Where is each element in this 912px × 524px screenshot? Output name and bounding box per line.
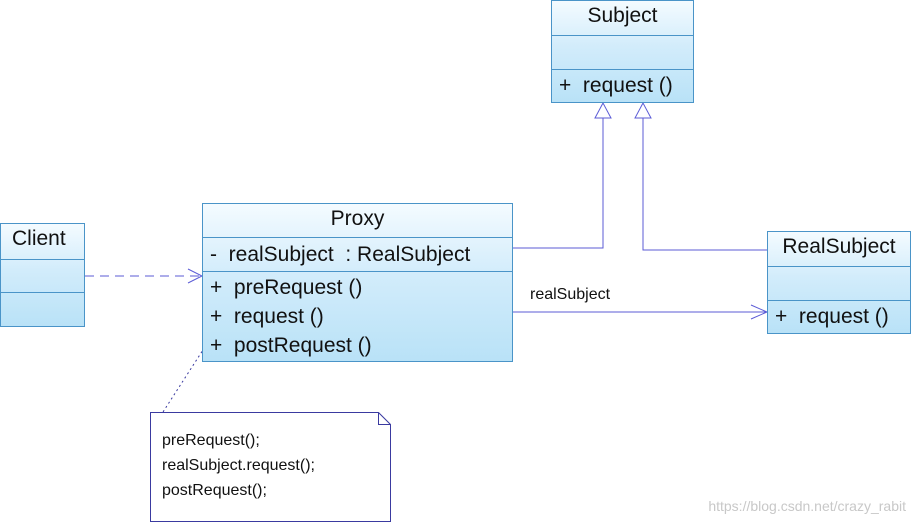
realsubject-operations-section: + request () xyxy=(768,300,910,333)
proxy-operation-postrequest: + postRequest () xyxy=(210,334,372,357)
realsubject-class-name: RealSubject xyxy=(782,235,896,258)
note-line: realSubject.request(); xyxy=(162,457,315,474)
realsubject-operation: + request () xyxy=(775,305,889,328)
proxy-generalization-arrowhead xyxy=(594,101,612,119)
realsubject-class[interactable]: RealSubject + request () xyxy=(767,231,911,334)
subject-class[interactable]: Subject + request () xyxy=(551,0,694,103)
proxy-generalization-line xyxy=(513,117,604,249)
realsubject-generalization-arrowhead xyxy=(634,101,652,119)
note-shape xyxy=(150,412,391,522)
watermark: https://blog.csdn.net/crazy_rabit xyxy=(708,498,906,514)
note-line: postRequest(); xyxy=(162,482,267,499)
subject-class-name: Subject xyxy=(587,4,658,27)
proxy-operation-prerequest: + preRequest () xyxy=(210,276,363,299)
note-line: preRequest(); xyxy=(162,432,260,449)
proxy-name-section: Proxy xyxy=(203,204,512,237)
proxy-operations-section: + preRequest () + request () + postReque… xyxy=(203,271,512,361)
client-attributes-section xyxy=(1,259,84,292)
proxy-operation-request: + request () xyxy=(210,305,324,328)
subject-attributes-section xyxy=(552,35,693,69)
client-name-section: Client xyxy=(1,224,84,259)
realsubject-generalization-line xyxy=(642,117,767,251)
realsubject-attributes-section xyxy=(768,266,910,300)
proxy-attribute: - realSubject : RealSubject xyxy=(210,243,471,266)
client-class[interactable]: Client xyxy=(0,223,85,327)
proxy-attributes-section: - realSubject : RealSubject xyxy=(203,237,512,271)
note-fold xyxy=(378,412,391,425)
realsubject-name-section: RealSubject xyxy=(768,232,910,266)
proxy-class-name: Proxy xyxy=(330,207,385,230)
association-label: realSubject xyxy=(530,286,611,303)
subject-operations-section: + request () xyxy=(552,69,693,102)
proxy-class[interactable]: Proxy - realSubject : RealSubject + preR… xyxy=(202,203,513,362)
subject-operation: + request () xyxy=(559,74,673,97)
note-text: preRequest(); realSubject.request(); pos… xyxy=(162,428,315,503)
subject-name-section: Subject xyxy=(552,1,693,35)
client-operations-section xyxy=(1,292,84,326)
client-class-name: Client xyxy=(12,227,66,250)
note[interactable]: preRequest(); realSubject.request(); pos… xyxy=(150,412,390,522)
